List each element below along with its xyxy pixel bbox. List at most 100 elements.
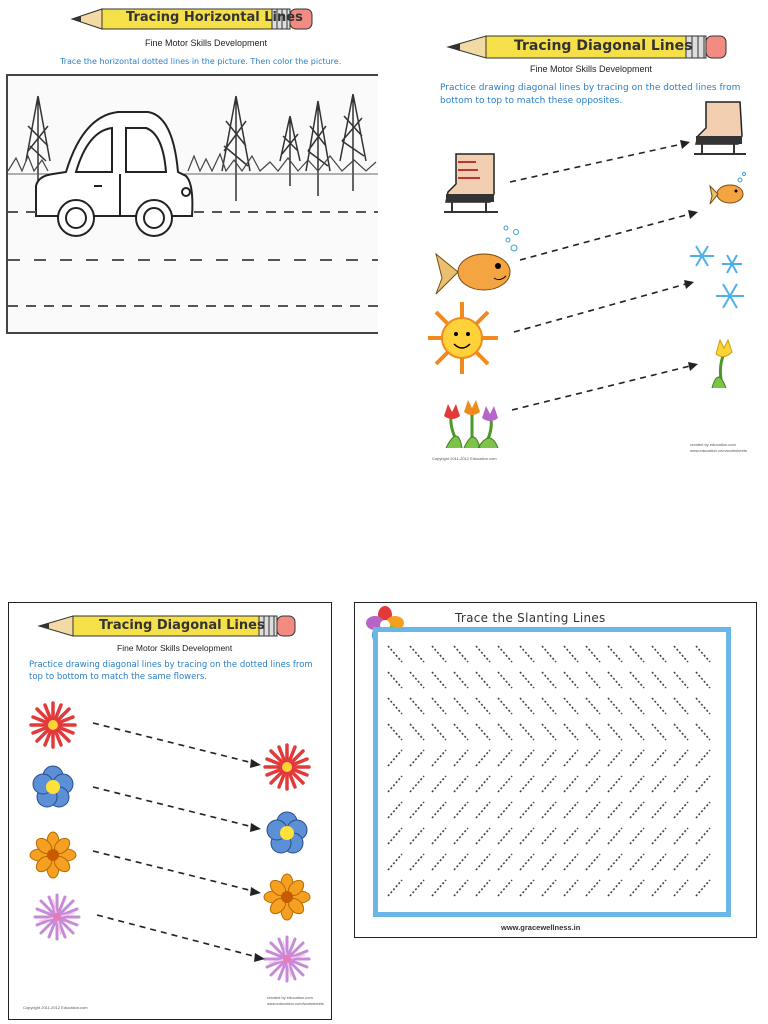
slant-line <box>497 801 513 819</box>
diagonal-lines-opposites-worksheet: Tracing Diagonal Lines Fine Motor Skills… <box>428 24 760 466</box>
slant-line <box>475 697 491 715</box>
slant-line <box>409 879 425 897</box>
copyright-text: Copyright 2011-2012 Education.com <box>432 456 497 461</box>
horizontal-lines-worksheet: Tracing Horizontal Lines Fine Motor Skil… <box>0 0 378 334</box>
slant-line <box>519 749 535 767</box>
orange-flower-icon <box>29 831 77 879</box>
slant-line <box>607 879 623 897</box>
slant-line <box>585 827 601 845</box>
dashed-arrows <box>509 143 691 411</box>
slant-line <box>629 879 645 897</box>
slant-line <box>563 775 579 793</box>
slant-line <box>541 749 557 767</box>
slant-line <box>519 775 535 793</box>
slant-line <box>651 697 667 715</box>
slant-line <box>387 671 403 689</box>
worksheet-instruction: Trace the horizontal dotted lines in the… <box>60 57 342 66</box>
slant-line <box>497 671 513 689</box>
slant-line <box>607 827 623 845</box>
slant-line <box>629 749 645 767</box>
slant-line <box>475 723 491 741</box>
slant-line <box>497 853 513 871</box>
slant-line <box>695 853 711 871</box>
slant-line <box>475 879 491 897</box>
slant-line <box>475 645 491 663</box>
slant-line <box>607 671 623 689</box>
slant-line <box>409 853 425 871</box>
slant-line <box>453 879 469 897</box>
slant-line <box>541 645 557 663</box>
slant-line <box>541 697 557 715</box>
slant-line <box>387 827 403 845</box>
slant-line <box>453 697 469 715</box>
slant-line <box>563 749 579 767</box>
slant-line <box>541 827 557 845</box>
slant-line <box>431 775 447 793</box>
slant-line <box>629 671 645 689</box>
slant-line <box>409 775 425 793</box>
slanting-lines-frame <box>373 627 731 917</box>
worksheet-subtitle: Fine Motor Skills Development <box>117 643 233 653</box>
worksheet-instruction: Practice drawing diagonal lines by traci… <box>440 83 741 107</box>
blue-flower-icon <box>266 811 308 854</box>
slant-line <box>453 749 469 767</box>
slant-line <box>387 879 403 897</box>
slant-line <box>475 671 491 689</box>
worksheet-title: Tracing Horizontal Lines <box>126 10 303 25</box>
slant-line <box>409 723 425 741</box>
slant-line <box>607 749 623 767</box>
slanting-dotted-lines <box>387 645 711 897</box>
slant-line <box>585 775 601 793</box>
slant-line <box>585 749 601 767</box>
slant-line <box>695 697 711 715</box>
worksheet-subtitle: Fine Motor Skills Development <box>145 38 268 48</box>
slant-line <box>585 801 601 819</box>
slant-line <box>651 775 667 793</box>
slant-line <box>695 749 711 767</box>
slant-line <box>409 671 425 689</box>
slant-line <box>409 697 425 715</box>
fish-icon <box>709 172 746 205</box>
slant-line <box>431 749 447 767</box>
slant-line <box>695 801 711 819</box>
slant-line <box>607 775 623 793</box>
slant-line <box>651 879 667 897</box>
tree-icon <box>25 93 367 201</box>
orange-flower-icon <box>263 873 311 921</box>
slant-line <box>497 645 513 663</box>
slant-line <box>607 801 623 819</box>
slant-line <box>673 853 689 871</box>
slant-line <box>651 801 667 819</box>
slant-line <box>607 697 623 715</box>
slant-line <box>519 853 535 871</box>
slant-line <box>453 853 469 871</box>
slant-line <box>651 853 667 871</box>
slant-line <box>563 671 579 689</box>
pencil-title-banner: Tracing Diagonal Lines <box>446 32 728 62</box>
slant-line <box>409 827 425 845</box>
slant-line <box>563 827 579 845</box>
slant-line <box>563 697 579 715</box>
tulip-icon <box>711 338 733 389</box>
slant-line <box>585 723 601 741</box>
slant-line <box>695 879 711 897</box>
slant-line <box>497 697 513 715</box>
slant-line <box>387 749 403 767</box>
slant-line <box>475 801 491 819</box>
slant-line <box>431 645 447 663</box>
slant-line <box>673 697 689 715</box>
slant-line <box>497 879 513 897</box>
credit-url: www.education.com/worksheets <box>690 448 747 453</box>
red-flower-icon <box>263 743 311 791</box>
pencil-title-banner: Tracing Diagonal Lines <box>37 613 297 639</box>
slant-line <box>453 723 469 741</box>
slant-line <box>475 775 491 793</box>
slant-line <box>519 645 535 663</box>
car-icon <box>35 111 194 237</box>
slant-line <box>475 853 491 871</box>
slant-line <box>629 723 645 741</box>
slant-line <box>651 671 667 689</box>
slant-line <box>431 697 447 715</box>
slant-line <box>673 749 689 767</box>
slant-line <box>431 879 447 897</box>
